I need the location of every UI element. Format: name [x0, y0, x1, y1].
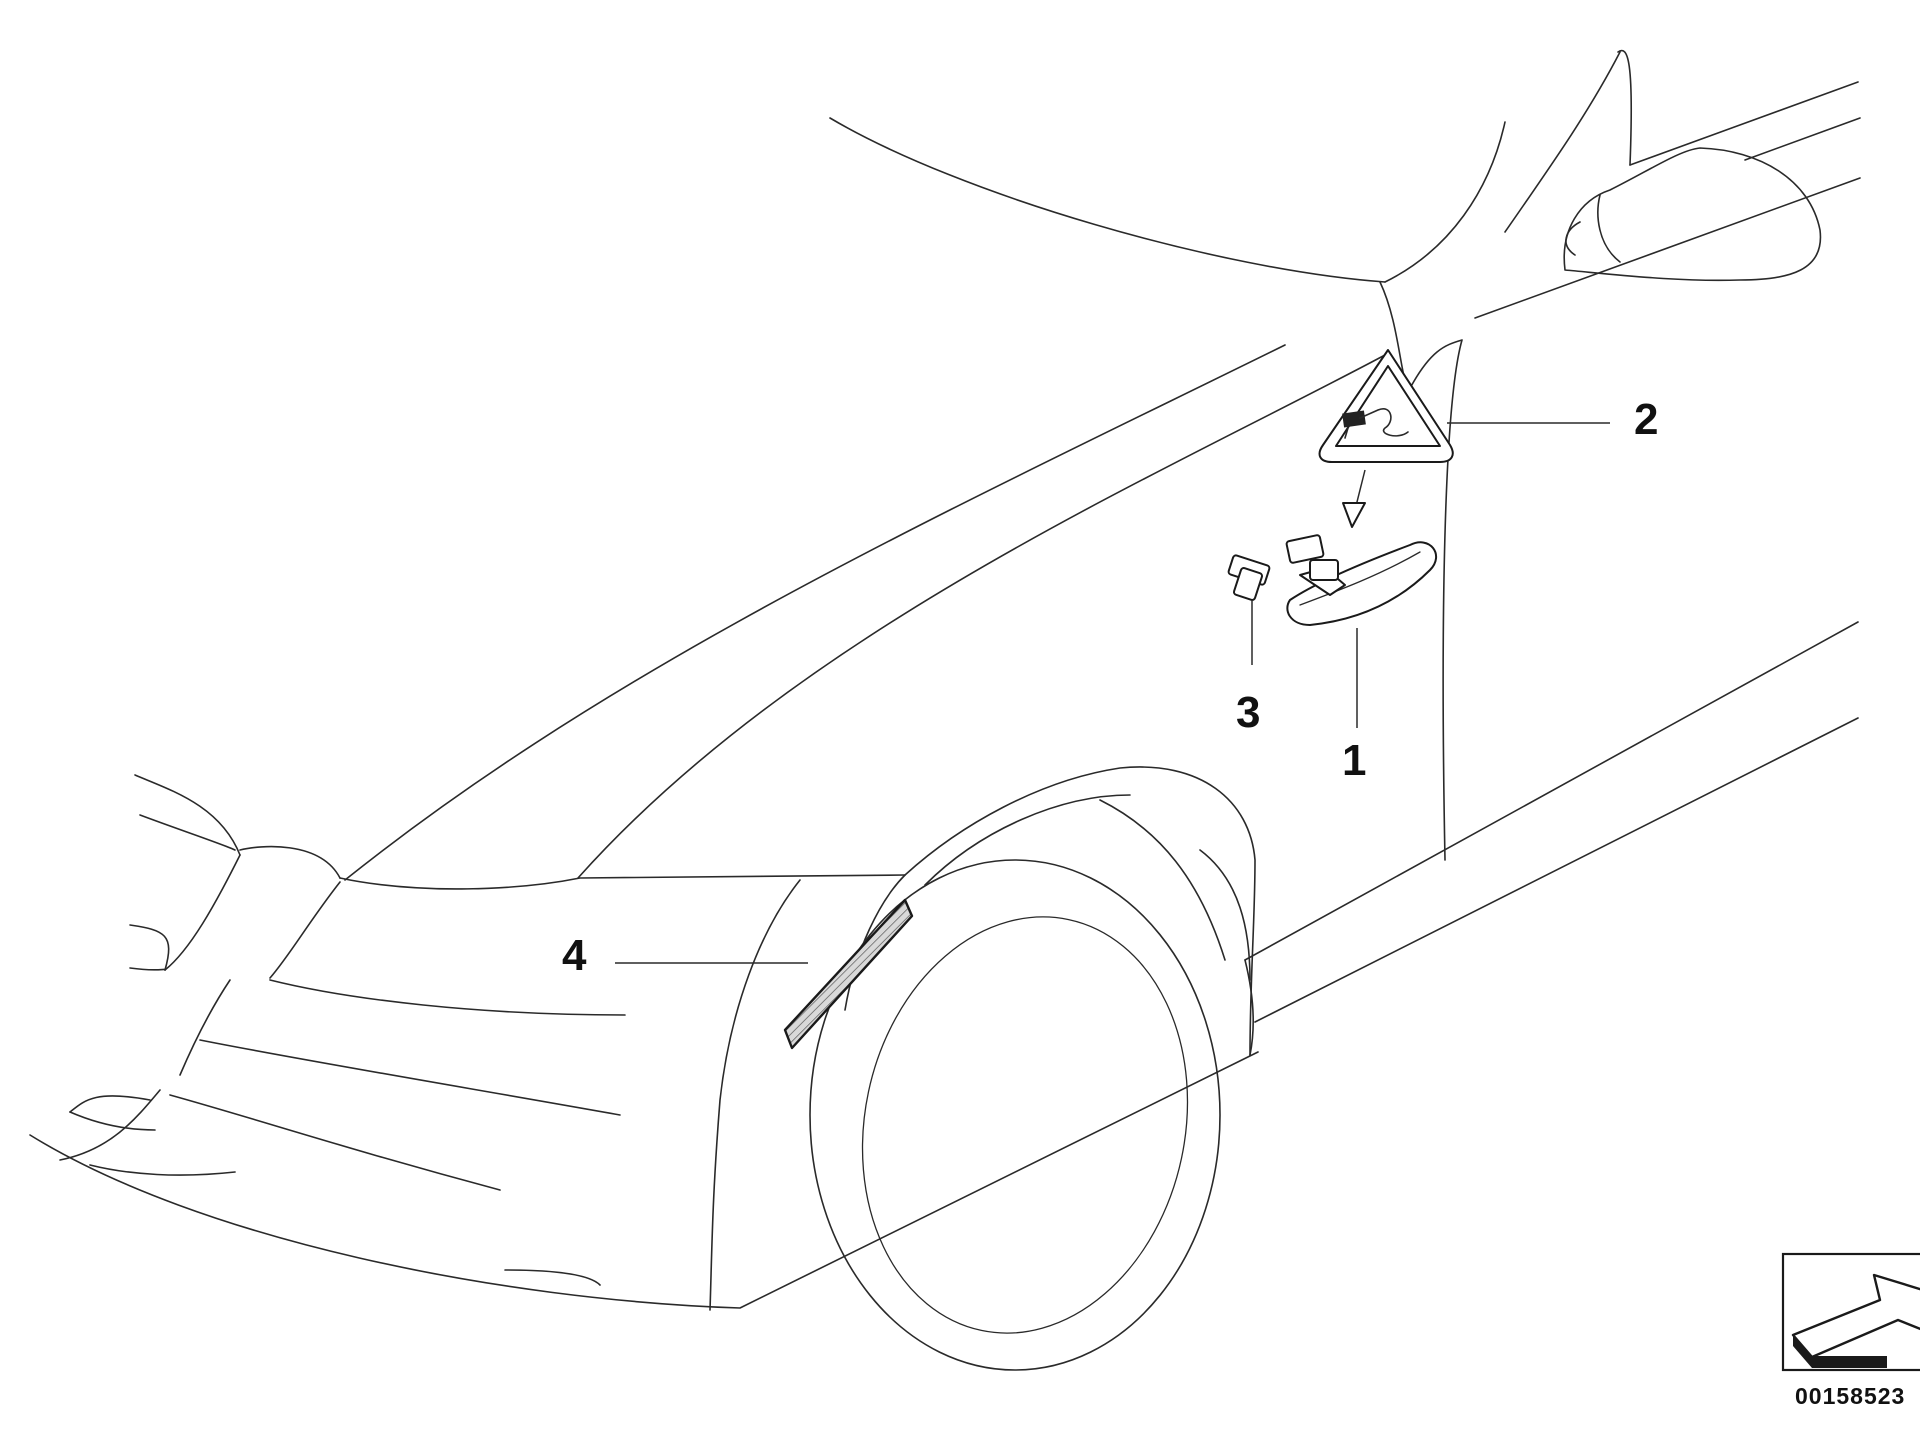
side-mirror — [1563, 147, 1822, 282]
callout-1: 1 — [1342, 736, 1366, 785]
side-repeater-light — [1285, 534, 1437, 626]
leader-lines — [615, 422, 1610, 964]
diagram-id: 00158523 — [1795, 1383, 1905, 1409]
warning-triangle-connector-icon — [1318, 349, 1454, 463]
callout-3: 3 — [1236, 688, 1260, 737]
car-body-outline — [29, 49, 1861, 1371]
orientation-arrow-icon — [1781, 1252, 1920, 1372]
side-marker-reflector — [783, 898, 914, 1050]
bulb-socket — [1227, 554, 1271, 601]
callout-2: 2 — [1634, 395, 1658, 444]
install-arrow — [1342, 469, 1366, 528]
callout-4: 4 — [562, 931, 587, 980]
